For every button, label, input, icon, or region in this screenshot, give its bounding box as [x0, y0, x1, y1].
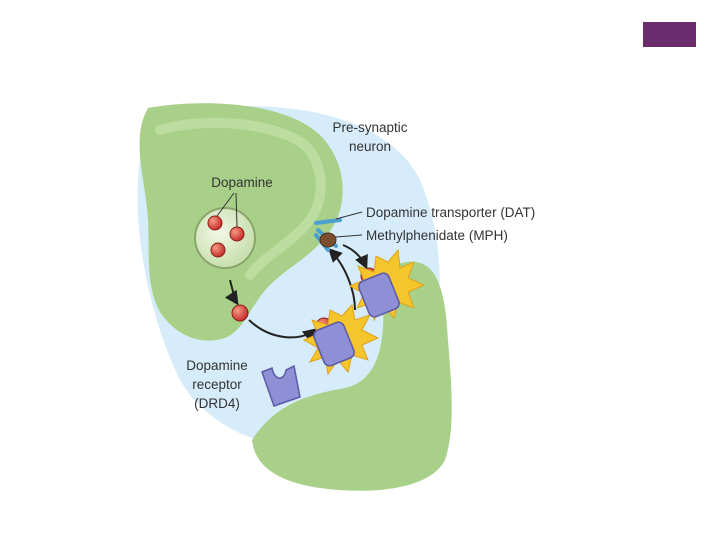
free-receptor: [261, 364, 301, 407]
active-receptor: [313, 321, 355, 367]
diffusion-arrow: [248, 319, 318, 343]
vesicle: [194, 207, 256, 269]
postsynaptic-neuron: [252, 261, 452, 491]
dopamine-leader-line: [216, 192, 235, 217]
dopamine-molecule: [210, 242, 226, 258]
dat-label: Dopamine transporter (DAT): [366, 205, 535, 220]
dopamine-leader-line: [235, 192, 238, 228]
dat-leader-line: [335, 211, 363, 220]
receptor-label: receptor: [192, 377, 242, 392]
presynaptic-label: Pre-synaptic: [332, 120, 407, 135]
dopamine-label: Dopamine: [211, 175, 273, 190]
mph-leader-line: [335, 234, 363, 238]
presynaptic-label: neuron: [349, 139, 391, 154]
dopamine-molecule: [229, 226, 245, 242]
dopamine-molecule: [207, 215, 223, 231]
active-receptor: [358, 272, 400, 318]
mph-label: Methylphenidate (MPH): [366, 228, 508, 243]
receptor-label: Dopamine: [186, 358, 248, 373]
reuptake-arrow: [328, 248, 356, 311]
methylphenidate: [319, 232, 337, 248]
released-dopamine: [231, 304, 249, 322]
blocked-dopamine-arrow: [342, 244, 368, 270]
release-arrow: [224, 279, 239, 306]
receptor-label: (DRD4): [194, 396, 240, 411]
corner-accent-tab: [643, 22, 696, 47]
